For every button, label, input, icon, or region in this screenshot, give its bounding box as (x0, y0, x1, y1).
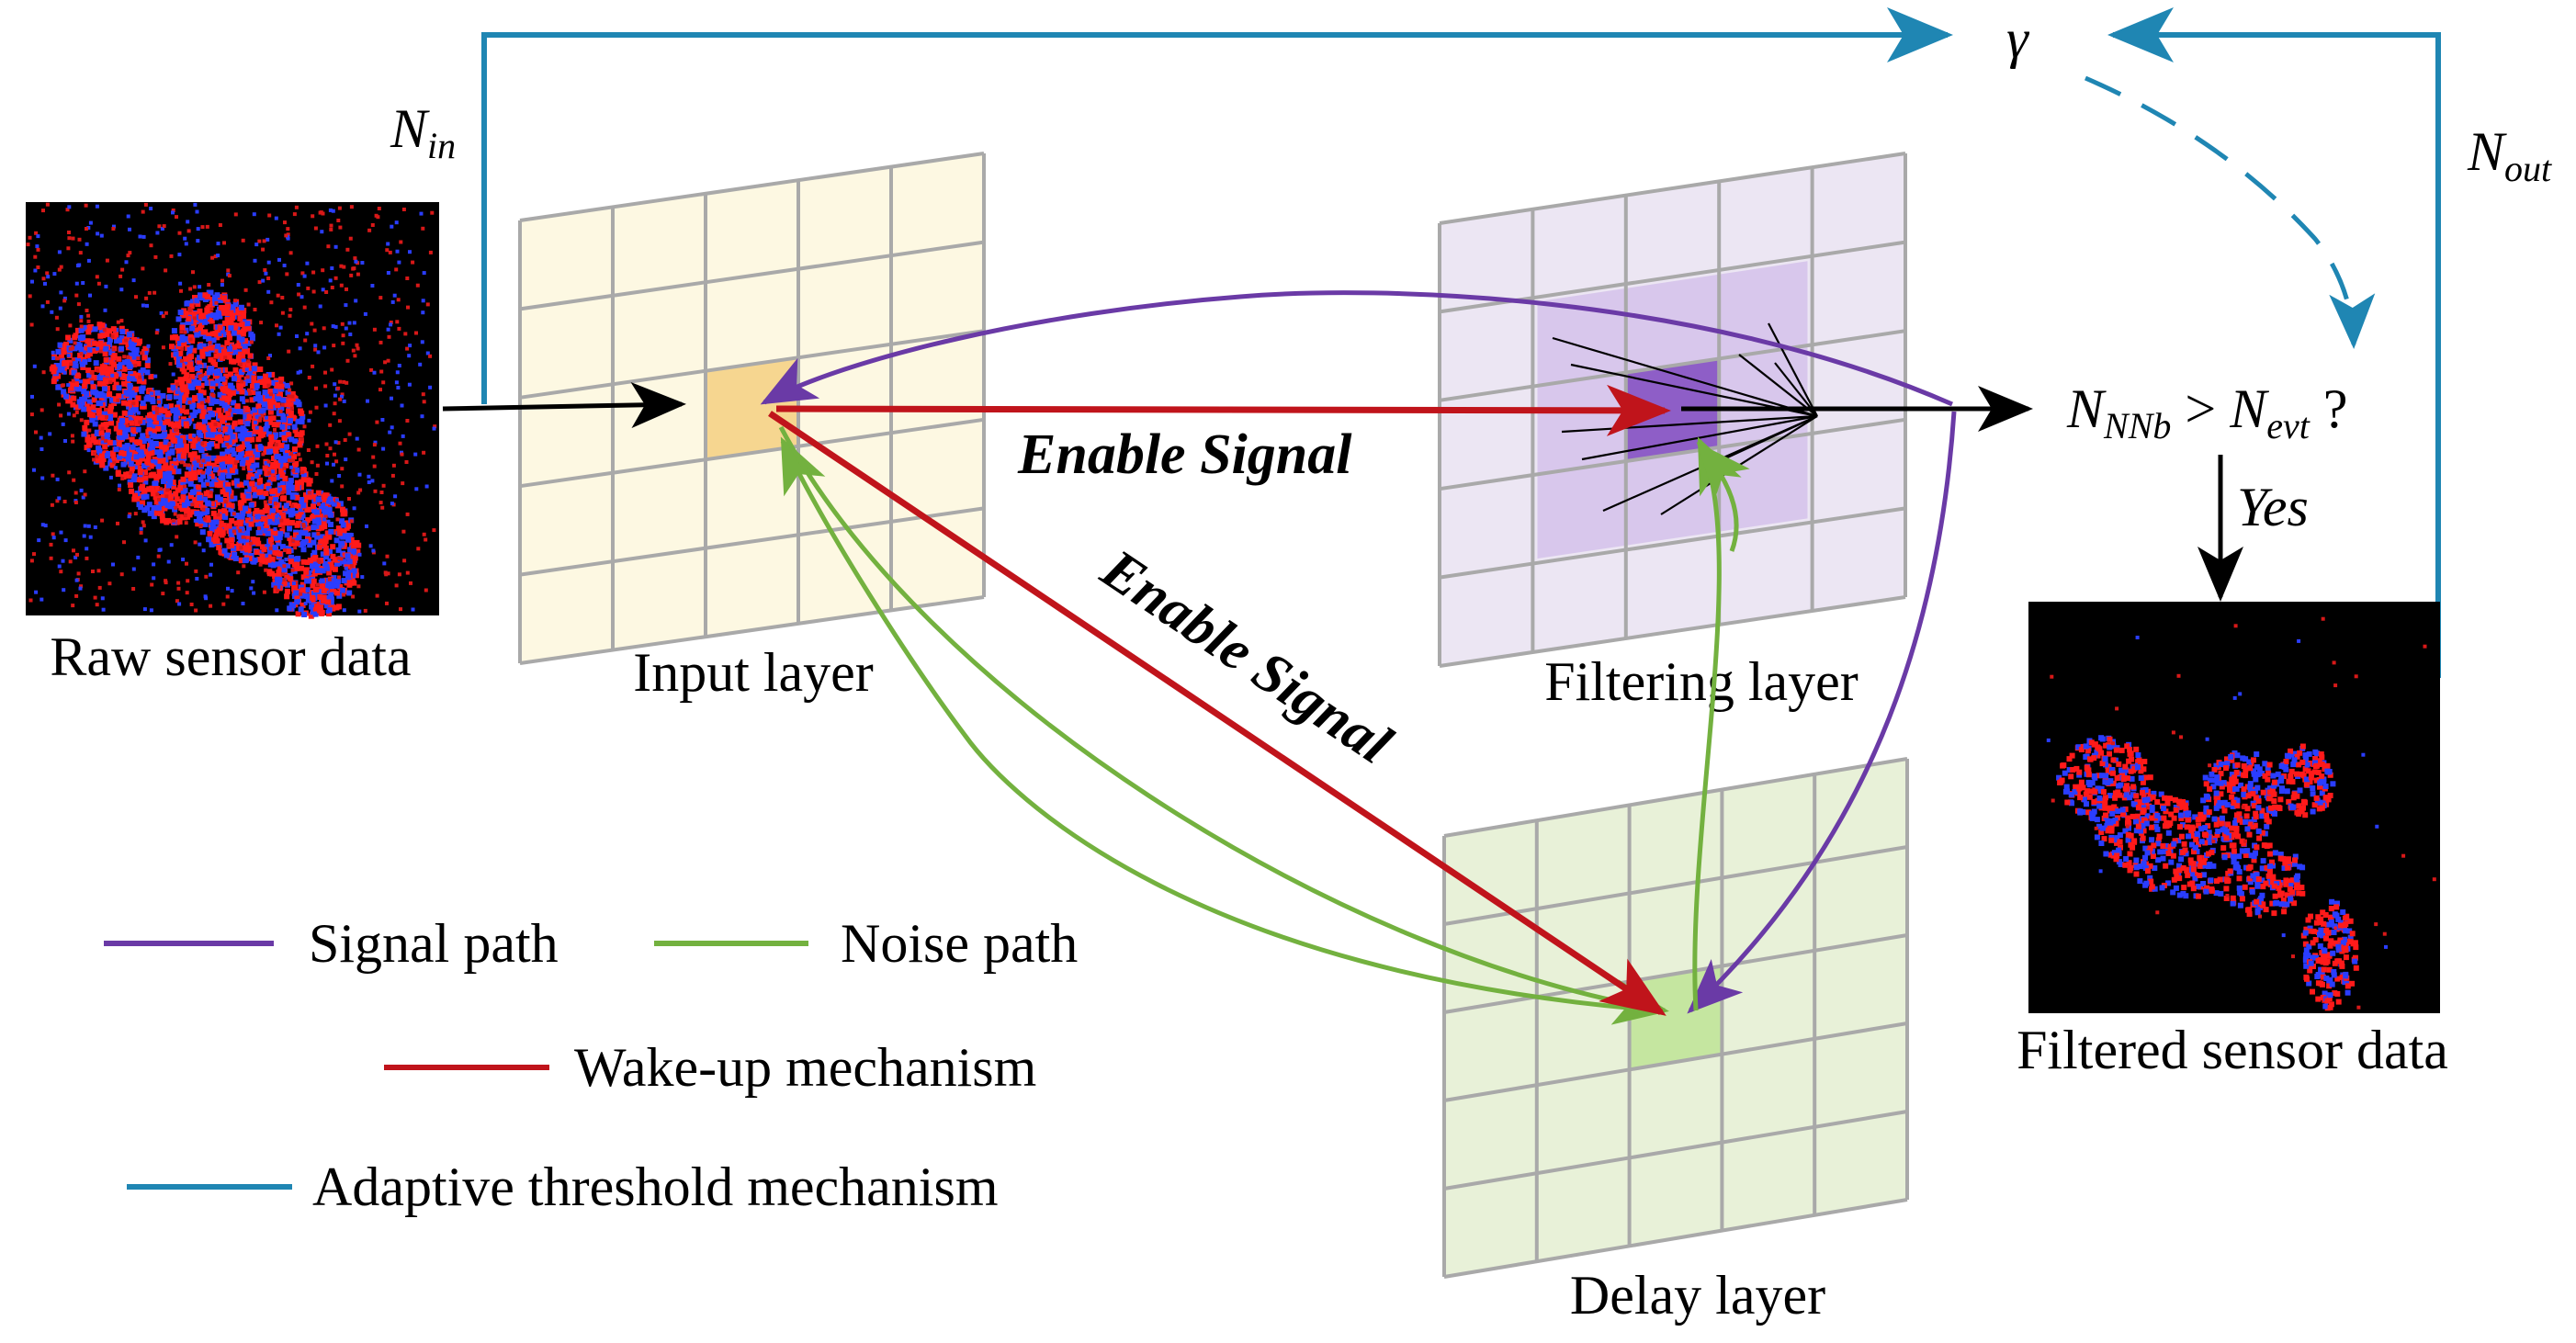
input-layer-grid (518, 152, 986, 665)
grid-row-line (1439, 329, 1906, 402)
grid-row-line (1443, 933, 1908, 1014)
filtered-sensor-label: Filtered sensor data (2017, 1020, 2448, 1080)
grid-row-line (1439, 595, 1906, 668)
grid-row-line (1443, 845, 1908, 926)
delay-active-cell (1629, 965, 1723, 1070)
legend-noise-label: Noise path (841, 913, 1078, 974)
filtering-layer-label: Filtering layer (1544, 651, 1859, 712)
cond-sub1: NNb (2103, 405, 2171, 446)
delay-layer-label: Delay layer (1570, 1265, 1825, 1326)
grid-row-line (519, 152, 985, 222)
cond-gt: > (2171, 378, 2230, 439)
signal-path-curves (760, 290, 1957, 1014)
raw-event-dots (26, 202, 437, 619)
grid-row-line (519, 240, 985, 311)
main-flow-arrows (442, 382, 2243, 602)
cond-sub2: evt (2266, 405, 2310, 446)
filtered-sensor-image (2028, 602, 2440, 1013)
grid-row-line (519, 506, 985, 577)
filtered-event-dots (2046, 616, 2436, 1011)
n-in-sub: in (427, 125, 456, 166)
cond-q: ? (2310, 378, 2348, 439)
noise-path-curves (778, 425, 1750, 1025)
legend-adaptive-label: Adaptive threshold mechanism (312, 1157, 998, 1217)
delay-layer-grid (1442, 757, 1909, 1279)
grid-row-line (1439, 506, 1906, 580)
n-out-sub: out (2504, 148, 2552, 189)
enable-signal-horizontal: Enable Signal (1017, 423, 1352, 486)
n-out-label: Nout (2467, 121, 2552, 189)
yes-label: Yes (2237, 477, 2309, 537)
raw-sensor-image (26, 202, 439, 619)
cond-n2: N (2229, 378, 2269, 439)
input-layer-label: Input layer (633, 642, 874, 703)
raw-sensor-label: Raw sensor data (50, 626, 411, 687)
grid-row-line (1443, 1198, 1908, 1279)
wakeup-arrows (768, 384, 1671, 1016)
grid-row-line (1439, 152, 1906, 225)
grid-row-line (519, 417, 985, 489)
legend-signal-label: Signal path (309, 913, 559, 974)
grid-row-line (1443, 757, 1908, 838)
grid-row-line (519, 595, 985, 665)
grid-row-line (1443, 1110, 1908, 1191)
legend: Signal path Noise path Wake-up mechanism… (104, 913, 1078, 1217)
n-in-main: N (390, 98, 430, 159)
condition-label: NNNb > Nevt ? (2066, 378, 2348, 446)
cond-n1: N (2066, 378, 2107, 439)
n-out-main: N (2467, 121, 2507, 182)
gamma-symbol: γ (2006, 8, 2029, 69)
n-in-label: Nin (390, 98, 456, 166)
adaptive-threshold-lines (481, 7, 2441, 678)
grid-row-line (1439, 417, 1906, 491)
grid-row-line (519, 329, 985, 400)
grid-row-line (1443, 1021, 1908, 1102)
legend-wakeup-label: Wake-up mechanism (574, 1037, 1036, 1098)
